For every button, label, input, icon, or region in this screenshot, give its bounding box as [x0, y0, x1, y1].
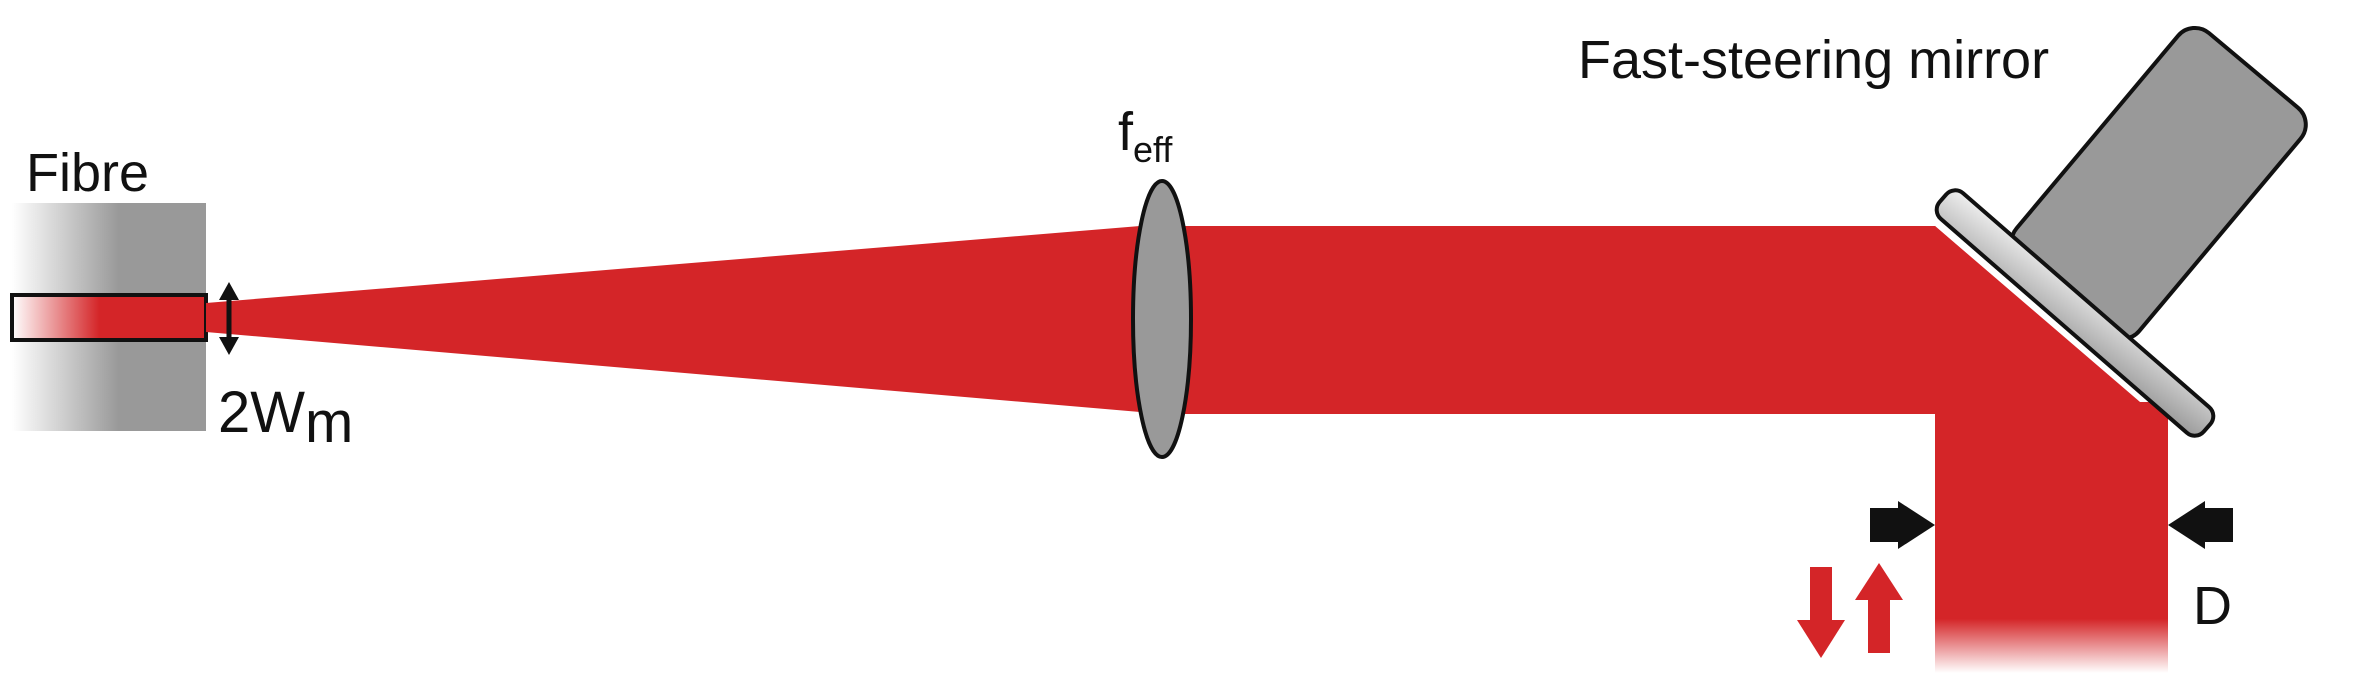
mode-field-arrow — [219, 282, 239, 355]
beam-corner-fill — [1935, 226, 2168, 430]
beam-width-arrow-left — [1870, 501, 1935, 549]
fibre-label: Fibre — [26, 143, 149, 203]
lens-label-main: f — [1118, 102, 1134, 162]
mirror-label: Fast-steering mirror — [1578, 30, 2049, 90]
beam-diameter-label: D — [2193, 576, 2232, 636]
diverging-beam — [206, 226, 1140, 412]
mode-field-label-main: 2W — [218, 380, 305, 445]
lens-label: feff — [1118, 102, 1173, 170]
reflected-beam-body — [1935, 402, 2168, 673]
lens-label-sub: eff — [1133, 129, 1173, 170]
fibre-core — [10, 293, 208, 342]
beam-width-arrow-right — [2168, 501, 2233, 549]
mode-field-label-sub: m — [305, 390, 353, 455]
up-arrow-icon — [1855, 563, 1903, 653]
fibre — [10, 203, 208, 431]
mirror-plate — [1934, 188, 2216, 438]
collimated-beam — [1140, 226, 2168, 426]
lens-element — [1131, 179, 1193, 459]
down-arrow-icon — [1797, 567, 1845, 658]
mode-field-label: 2Wm — [218, 380, 353, 455]
